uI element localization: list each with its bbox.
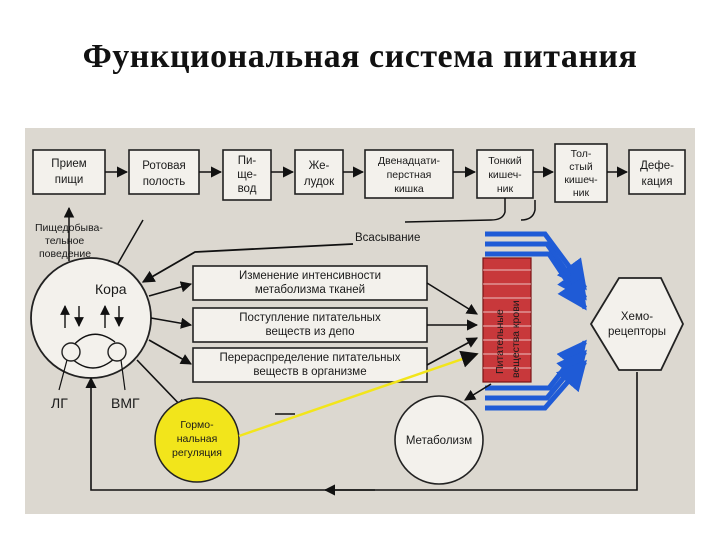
stage-label: вод	[238, 183, 257, 195]
process-label: Перераспределение питательных	[219, 352, 400, 364]
stage-box-mouth	[128, 149, 200, 195]
stage-box-esophagus	[222, 149, 272, 201]
stage-label: Пи-	[238, 155, 257, 167]
stage-box-intake	[32, 149, 106, 195]
hormonal-regulation-circle	[154, 397, 240, 483]
blood-label: Питательные	[494, 309, 506, 374]
chemoreceptors-hexagon	[589, 277, 684, 371]
stage-label: кишка	[394, 183, 424, 195]
stage-label: кишеч-	[564, 174, 598, 186]
stage-label: ник	[497, 183, 514, 195]
stage-label: Прием	[51, 158, 86, 170]
stage-label: полость	[143, 176, 186, 188]
page-title: Функциональная система питания	[82, 38, 638, 75]
stage-label: пищи	[55, 174, 84, 186]
stage-label: перстная	[387, 169, 432, 181]
lh-nucleus	[61, 342, 81, 362]
stage-label: лудок	[304, 176, 335, 188]
stage-label: Ротовая	[142, 160, 185, 172]
stage-label: ник	[573, 187, 590, 199]
hormonal-label: нальная	[177, 433, 218, 445]
stage-label: Дефе-	[640, 160, 674, 172]
behavior-label: поведение	[39, 248, 91, 260]
blood-column-stripes	[483, 269, 531, 369]
absorption-label: Всасывание	[355, 232, 420, 244]
vmh-pointer	[120, 359, 126, 391]
stage-box-defecation	[628, 149, 686, 195]
stage-label: ще-	[237, 169, 257, 181]
process-label: веществ из депо	[265, 326, 354, 338]
brain-to-process-arrows	[136, 281, 193, 411]
metabolism-circle	[394, 395, 484, 485]
stage-box-large-intestine	[554, 143, 608, 203]
metabolism-label: Метаболизм	[406, 435, 472, 447]
process-box-metabolism-intensity	[192, 265, 428, 301]
process-label: веществ в организме	[253, 366, 366, 378]
stage-label: Же-	[309, 160, 330, 172]
stage-label: Тол-	[571, 148, 592, 160]
stage-label: кация	[642, 176, 673, 188]
intestine-to-blood-line	[520, 200, 536, 221]
stage-label: Двенадцати-	[378, 155, 440, 167]
chemoreceptors-label: рецепторы	[608, 326, 666, 338]
blood-to-metabolism-arrow	[464, 383, 492, 401]
blood-label: вещества крови	[510, 300, 522, 378]
vmh-nucleus	[107, 342, 127, 362]
vmh-label: ВМГ	[111, 395, 140, 411]
stage-label: Тонкий	[488, 155, 522, 167]
process-label: метаболизма тканей	[255, 284, 365, 296]
stage-label: стый	[569, 161, 593, 173]
stage-box-duodenum	[364, 149, 454, 199]
stage-box-stomach	[294, 149, 344, 195]
diagram-canvas: Прием пищи Ротовая полость Пи- ще- вод Ж…	[30, 143, 686, 496]
process-label: Изменение интенсивности	[239, 270, 381, 282]
blood-flow-arrows	[485, 231, 588, 411]
digestive-tract-row: Прием пищи Ротовая полость Пи- ще- вод Ж…	[32, 143, 686, 203]
absorption-to-brain-arrow	[141, 243, 354, 283]
hormonal-label: Гормо-	[180, 419, 214, 431]
brain-circle	[30, 257, 152, 379]
process-to-blood-arrows	[426, 282, 479, 366]
blood-nutrients-column	[482, 257, 532, 383]
process-label: Поступление питательных	[239, 312, 381, 324]
hormonal-to-blood-arrow	[238, 350, 479, 438]
stage-label: кишеч-	[488, 169, 522, 181]
lh-label: ЛГ	[51, 395, 68, 411]
cortex-label: Кора	[95, 281, 127, 297]
behavior-label: тельное	[45, 235, 84, 247]
chemoreceptors-label: Хемо-	[621, 311, 653, 323]
process-box-depot	[192, 307, 428, 343]
lh-pointer	[58, 359, 68, 391]
hormonal-label: регуляция	[172, 447, 222, 459]
process-box-redistribution	[192, 347, 428, 383]
functional-system-diagram: Прием пищи Ротовая полость Пи- ще- вод Ж…	[25, 128, 695, 514]
absorption-line	[404, 198, 506, 223]
